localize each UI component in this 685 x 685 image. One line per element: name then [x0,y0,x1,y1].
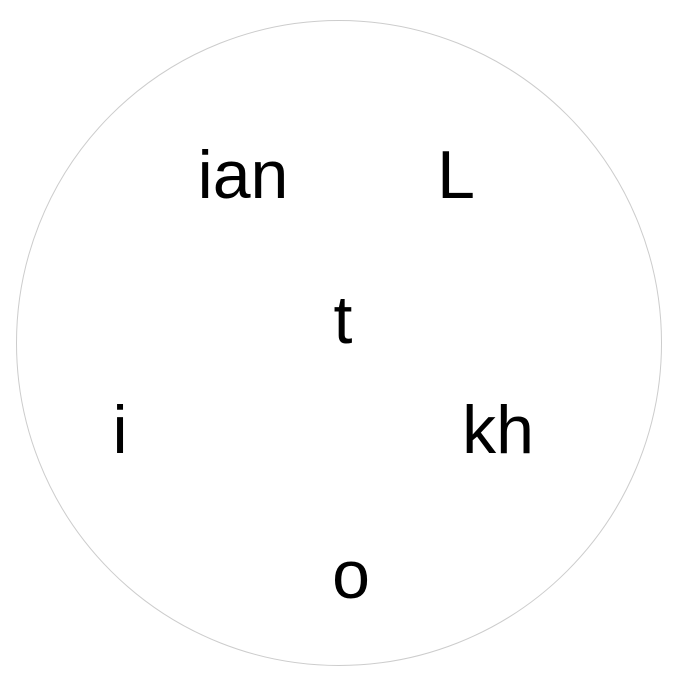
letter-tile-o[interactable]: o [332,537,370,613]
letter-tile-i[interactable]: i [112,392,128,468]
letter-tile-L[interactable]: L [437,137,475,213]
puzzle-circle [16,20,662,666]
letter-tile-kh[interactable]: kh [462,392,534,468]
center-letter-tile[interactable]: t [333,282,353,358]
letter-tile-ian[interactable]: ian [197,137,289,213]
